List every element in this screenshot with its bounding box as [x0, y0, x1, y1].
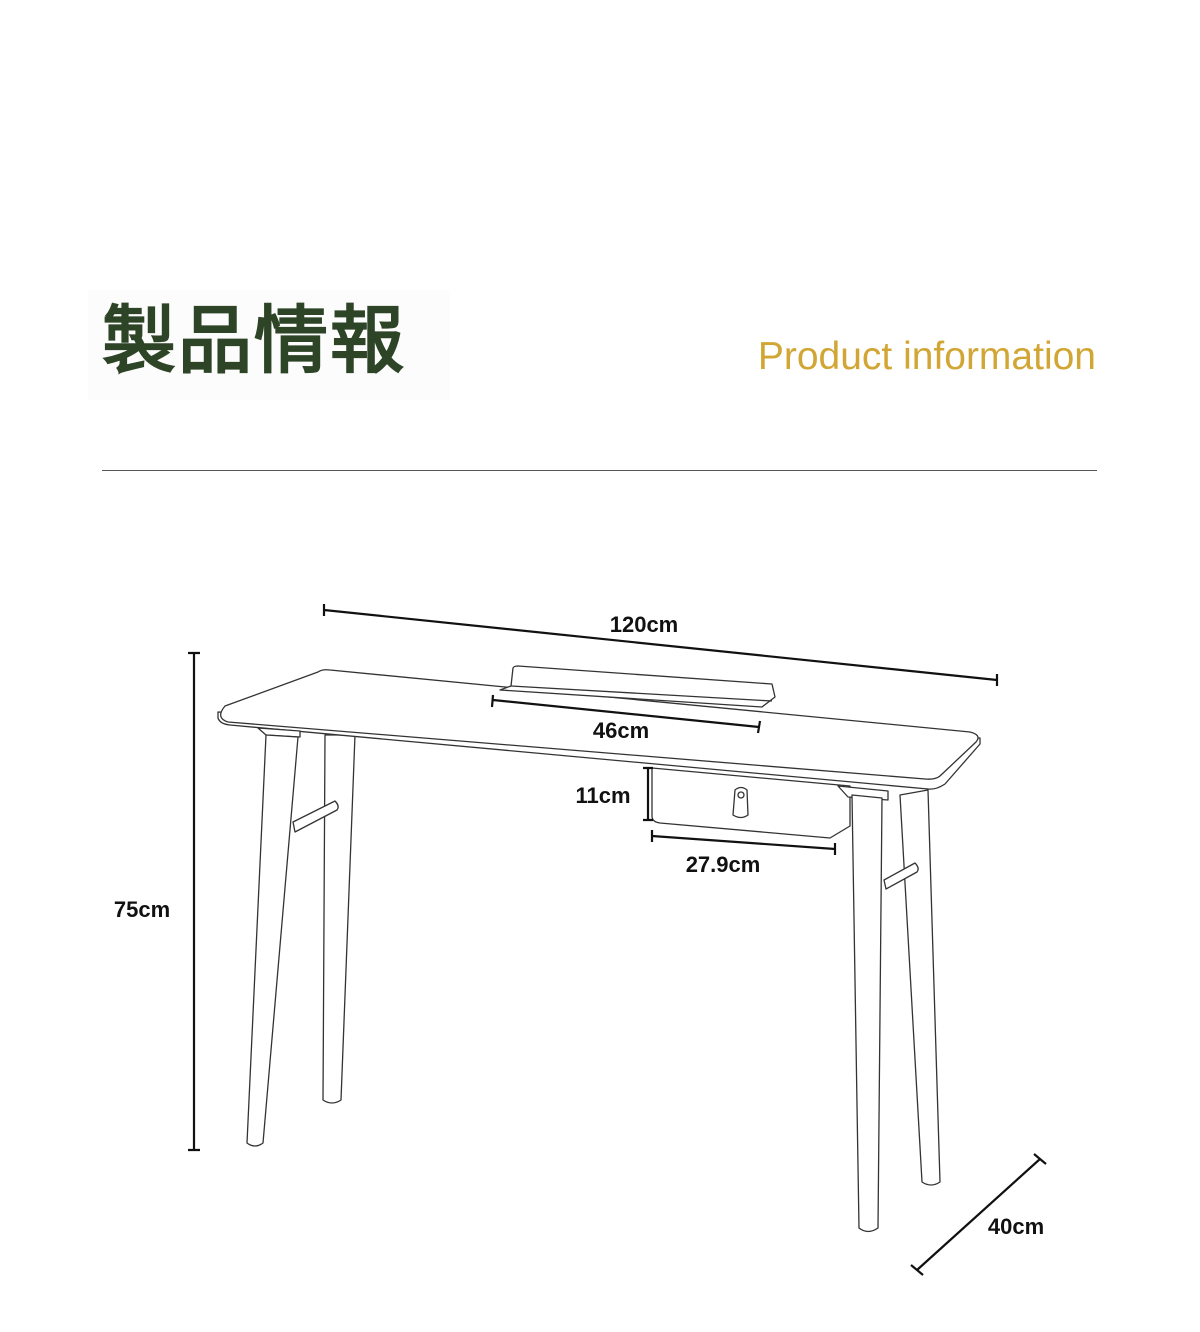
title-jp-block: 製品情報: [88, 290, 450, 400]
drawer: [651, 767, 851, 839]
label-drawer-height: 11cm: [575, 783, 630, 808]
page-title-jp: 製品情報: [102, 298, 406, 384]
label-shelf-width: 46cm: [593, 718, 649, 743]
label-drawer-width: 27.9cm: [686, 852, 761, 877]
dim-line-height: [188, 651, 200, 1152]
dim-line-drawer-width: [650, 830, 837, 855]
label-height: 75cm: [114, 897, 170, 922]
page-title-en: Product information: [757, 335, 1096, 378]
apron-right: [837, 785, 889, 801]
label-depth: 40cm: [988, 1214, 1044, 1239]
leg-front-right: [851, 794, 883, 1233]
label-width: 120cm: [610, 612, 679, 637]
stretcher-right: [883, 862, 919, 890]
divider: [102, 470, 1097, 471]
dim-line-drawer-height: [643, 766, 653, 822]
dim-line-depth: [910, 1153, 1047, 1276]
leg-front-left: [246, 734, 299, 1147]
dim-line-width: [322, 604, 999, 686]
dimension-lines: [188, 604, 1047, 1276]
dim-line-shelf: [490, 694, 762, 734]
drawer-handle-hole: [737, 791, 745, 799]
tabletop-surface: [220, 669, 979, 780]
stretcher-left: [292, 800, 339, 833]
leg-back-right: [899, 789, 941, 1186]
leg-back-left: [322, 734, 356, 1104]
desk-drawing: [217, 665, 981, 1233]
